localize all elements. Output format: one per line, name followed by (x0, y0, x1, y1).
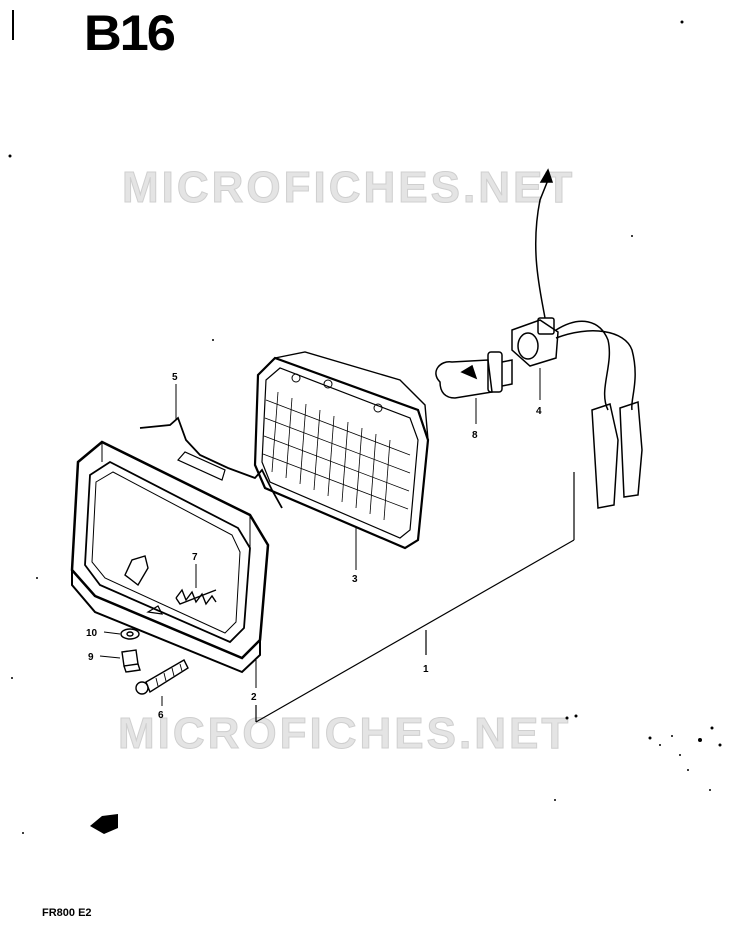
callout-3: 3 (352, 574, 358, 585)
watermark-top: MICROFICHES.NET (121, 163, 576, 212)
socket-harness (511, 168, 643, 509)
wire-spring (139, 416, 283, 509)
callout-4: 4 (536, 406, 542, 417)
scan-specks (8, 10, 722, 834)
callout-1: 1 (423, 664, 429, 675)
callout-5: 5 (172, 372, 178, 383)
callout-6: 6 (158, 710, 164, 721)
assembly-leader-lines (255, 472, 575, 723)
adjusting-spring (175, 588, 217, 606)
headlight-bulb (435, 351, 513, 399)
callout-9: 9 (88, 652, 94, 663)
arrow-left-icon (90, 814, 118, 834)
sealed-beam-unit (253, 351, 430, 550)
headlight-rim (70, 440, 270, 674)
screw (135, 659, 189, 695)
callout-10: 10 (86, 628, 98, 639)
washer (120, 628, 140, 640)
callout-7: 7 (192, 552, 198, 563)
callout-numbers: 1 2 3 4 5 6 7 8 9 10 (86, 372, 542, 721)
watermark-bottom: MICROFICHES.NET (117, 709, 572, 758)
footer-model: FR800 E2 (42, 907, 92, 919)
callout-leaders (99, 368, 541, 706)
callout-8: 8 (472, 430, 478, 441)
page-code: B16 (83, 5, 176, 61)
nut (121, 649, 141, 673)
callout-2: 2 (251, 692, 257, 703)
